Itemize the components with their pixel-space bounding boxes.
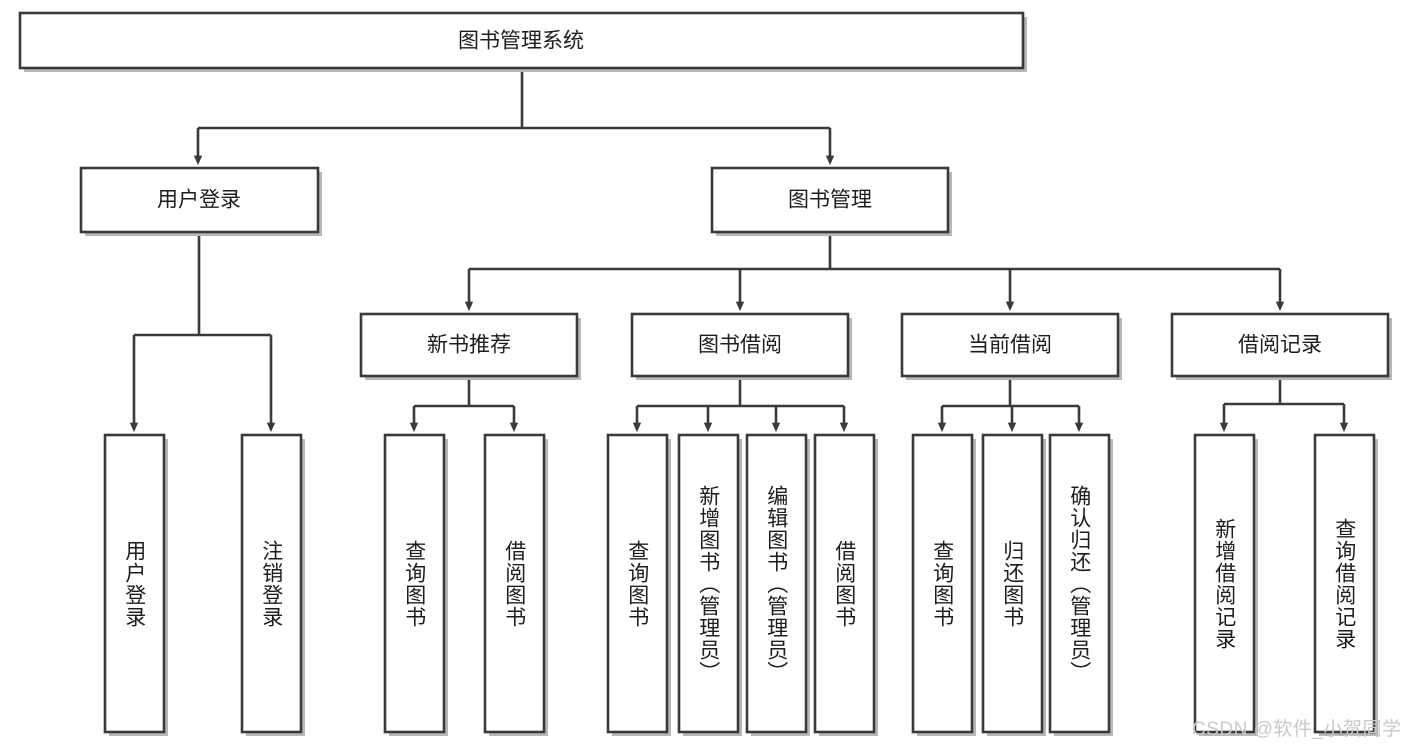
leaf-logout[interactable] xyxy=(240,433,305,736)
leaf-edit-book-admin[interactable] xyxy=(745,433,810,736)
node-current-borrow-label: 当前借阅 xyxy=(968,334,1052,357)
leaf-borrow-book-1[interactable] xyxy=(483,433,548,736)
leaf-node-group xyxy=(103,433,1378,736)
node-root-label: 图书管理系统 xyxy=(458,30,584,53)
leaf-user-login[interactable] xyxy=(103,433,168,736)
leaf-confirm-return[interactable] xyxy=(1048,433,1113,736)
node-book-manage[interactable]: 图书管理 xyxy=(710,166,952,236)
node-book-borrow-label: 图书借阅 xyxy=(698,334,782,357)
leaf-add-borrow-record[interactable] xyxy=(1193,433,1258,736)
leaf-query-book-3[interactable] xyxy=(911,433,976,736)
leaf-query-book-2[interactable] xyxy=(606,433,671,736)
node-root[interactable]: 图书管理系统 xyxy=(18,11,1027,72)
leaf-query-borrow-record[interactable] xyxy=(1313,433,1378,736)
node-new-book-recommend-label: 新书推荐 xyxy=(427,334,511,357)
leaf-return-book[interactable] xyxy=(981,433,1046,736)
connector-root-to-level2 xyxy=(193,68,835,166)
leaf-query-book-1[interactable] xyxy=(383,433,448,736)
node-current-borrow[interactable]: 当前借阅 xyxy=(900,312,1122,380)
node-user-login-label: 用户登录 xyxy=(157,189,241,212)
node-borrow-record-label: 借阅记录 xyxy=(1238,334,1322,357)
node-book-borrow[interactable]: 图书借阅 xyxy=(630,312,852,380)
node-borrow-record[interactable]: 借阅记录 xyxy=(1170,312,1392,380)
csdn-watermark: CSDN @软件_小贺同学 xyxy=(1192,719,1402,740)
connector-current-borrow-to-leaves xyxy=(937,376,1084,433)
node-user-login[interactable]: 用户登录 xyxy=(79,166,322,236)
connector-new-book-rec-to-leaves xyxy=(409,376,519,433)
connector-book-borrow-to-leaves xyxy=(632,376,849,433)
connector-book-manage-to-level3 xyxy=(464,232,1285,312)
node-new-book-recommend[interactable]: 新书推荐 xyxy=(359,312,581,380)
connector-borrow-record-to-leaves xyxy=(1219,376,1349,433)
leaf-borrow-book-2[interactable] xyxy=(813,433,878,736)
node-book-manage-label: 图书管理 xyxy=(788,189,872,212)
leaf-add-book-admin[interactable] xyxy=(677,433,742,736)
connector-user-login-to-leaves xyxy=(129,232,276,433)
